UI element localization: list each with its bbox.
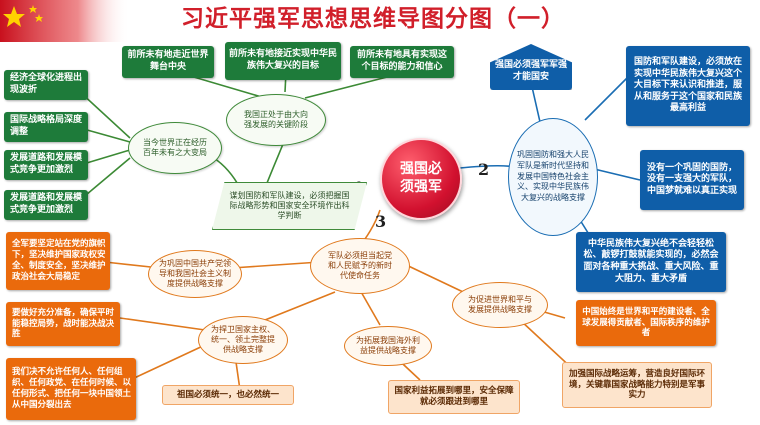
green-main-node: 谋划国防和军队建设，必须把握国际战略形势和国家安全环境作出科学判断 <box>212 182 367 230</box>
center-node: 强国必须强军 <box>380 138 462 220</box>
blue-box-1: 国防和军队建设，必须放在实现中华民族伟大复兴这个大目标下来认识和推进，服从和服务… <box>626 46 750 126</box>
green-top-box-3: 前所未有地具有实现这个目标的能力和信心 <box>350 46 454 78</box>
flag-corner-decoration <box>0 0 130 42</box>
blue-box-3: 中华民族伟大复兴绝不会轻轻松松、敲锣打鼓就能实现的，必然会面对各种重大挑战、重大… <box>576 232 726 292</box>
star-icon <box>35 14 43 22</box>
page-title: 习近平强军思想思维导图分图（一） <box>181 6 565 33</box>
star-icon <box>3 6 25 27</box>
green-left-box-3: 发展道路和发展模式竞争更加激烈 <box>4 150 88 180</box>
green-top-box-2: 前所未有地接近实现中华民族伟大复兴的目标 <box>225 42 341 80</box>
green-sub-world-change: 当今世界正在经历百年未有之大变局 <box>128 122 222 174</box>
orange-box-territory: 我们决不允许任何人、任何组织、任何政党、在任何时候、以任何形式、把任何一块中国领… <box>6 358 136 420</box>
green-top-box-1: 前所未有地走近世界舞台中央 <box>122 46 214 78</box>
blue-box-2: 没有一个巩固的国防，没有一支强大的军队，中国梦就难以真正实现 <box>640 150 744 210</box>
star-icon <box>29 5 37 13</box>
orange-box-intl: 加强国际战略运筹，营造良好国际环境，关键靠国家战略能力特别是军事实力 <box>562 362 712 408</box>
orange-sub-overseas: 为拓展我国海外利益提供战略支撑 <box>344 326 432 366</box>
orange-main-node: 军队必须担当起党和人民赋予的新时代使命任务 <box>310 238 410 294</box>
branch-number-2: 2 <box>478 160 490 179</box>
orange-box-ready: 要做好充分准备，确保平时能稳控局势，战时能决战决胜 <box>6 302 120 346</box>
green-left-box-4: 发展道路和发展模式竞争更加激烈 <box>4 190 88 220</box>
orange-sub-party: 为巩固中国共产党领导和我国社会主义制度提供战略支撑 <box>148 250 242 298</box>
orange-box-peace: 中国始终是世界和平的建设者、全球发展得贡献者、国际秩序的维护者 <box>576 300 716 346</box>
orange-box-party: 全军要坚定站在党的旗帜下，坚决维护国家政权安全、制度安全，坚决维护政治社会大局稳… <box>6 232 110 290</box>
blue-main-node: 巩固国防和强大人民军队是新时代坚持和发展中国特色社会主义、实现中华民族伟大复兴的… <box>508 118 598 236</box>
orange-sub-territory: 为捍卫国家主权、统一、领土完整提供战略支撑 <box>198 316 288 364</box>
orange-sub-peace: 为促进世界和平与发展提供战略支撑 <box>452 282 548 328</box>
branch-number-3: 3 <box>375 212 387 231</box>
green-left-box-1: 经济全球化进程出现波折 <box>4 70 88 100</box>
green-left-box-2: 国际战略格局深度调整 <box>4 112 88 142</box>
orange-box-unify: 祖国必须统一，也必然统一 <box>162 385 294 405</box>
green-sub-key-stage: 我国正处于由大向强发展的关键阶段 <box>226 94 326 146</box>
orange-box-overseas: 国家利益拓展到哪里，安全保障就必须跟进到哪里 <box>388 380 520 414</box>
